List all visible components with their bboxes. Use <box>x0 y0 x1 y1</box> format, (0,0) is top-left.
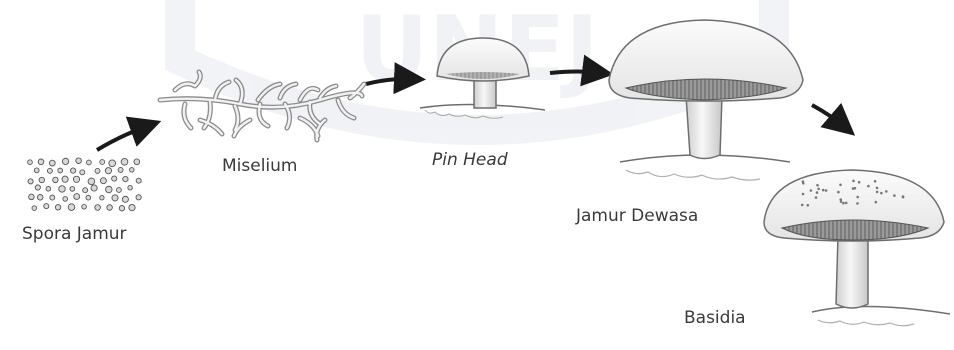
spore-dot <box>49 160 55 166</box>
basidia-spore-dot <box>810 189 813 192</box>
spore-dot <box>46 186 51 191</box>
spore-dot <box>73 176 79 182</box>
basidia-spore-dot <box>840 200 843 203</box>
spore-dot <box>76 158 82 164</box>
spore-dot <box>100 195 104 199</box>
basidia-spore-dot <box>815 196 818 199</box>
basidia-spore-dot <box>807 204 810 207</box>
spore-dot <box>117 188 122 193</box>
basidia-spore-dot <box>856 202 859 205</box>
label-basidia: Basidia <box>684 308 746 328</box>
spore-dot <box>32 206 37 211</box>
spore-dot <box>63 197 68 202</box>
spore-dot <box>55 205 60 210</box>
basidia-spore-dot <box>874 180 877 183</box>
basidia-spore-dot <box>852 187 855 190</box>
spore-dot <box>100 178 106 184</box>
arrow-spores-to-mycelium <box>97 125 150 150</box>
arrow-mature-to-basidia <box>812 105 846 128</box>
label-pin-head: Pin Head <box>432 150 508 170</box>
spore-dot <box>37 195 43 201</box>
spore-dot <box>39 177 44 182</box>
label-spores: Spora Jamur <box>22 224 127 244</box>
spore-dot <box>28 160 33 165</box>
basidia-spore-dot <box>852 180 855 183</box>
basidia-spore-dot <box>816 191 819 194</box>
spore-dot <box>105 168 111 174</box>
spore-dot <box>74 194 80 200</box>
basidia-spore-dot <box>876 191 879 194</box>
spore-dot <box>123 176 128 181</box>
spore-dot <box>62 176 68 182</box>
spore-dot <box>68 204 75 211</box>
spore-dot <box>82 204 87 209</box>
basidia-mushroom <box>764 170 950 326</box>
spore-dot <box>107 205 113 211</box>
basidia-spore-dot <box>837 191 840 194</box>
basidia-spore-dot <box>893 194 896 197</box>
spore-dot <box>88 178 95 185</box>
spore-dot <box>50 195 55 200</box>
basidia-spore-dot <box>842 202 845 205</box>
basidia-spore-dot <box>822 189 825 192</box>
spore-dot <box>122 196 128 202</box>
basidia-spore-dot <box>845 202 848 205</box>
basidia-spore-dot <box>802 182 805 185</box>
spore-dot <box>112 176 117 181</box>
basidia-spore-dot <box>839 184 842 187</box>
spore-dot <box>86 195 91 200</box>
spore-dot <box>38 159 44 165</box>
basidia-spore-dot <box>801 204 804 207</box>
spore-dot <box>53 177 58 182</box>
label-mycelium: Miselium <box>222 156 298 176</box>
basidia-spore-dot <box>825 189 828 192</box>
spore-dot <box>87 160 92 165</box>
spore-dot <box>95 168 100 173</box>
spore-dot <box>121 158 128 165</box>
spore-dot <box>47 168 52 173</box>
spore-dot <box>112 195 118 201</box>
spore-dot <box>83 188 88 193</box>
spore-dot <box>70 187 75 192</box>
basidia-spore-dot <box>875 201 878 204</box>
spore-dot <box>35 185 40 190</box>
spore-dot <box>34 168 39 173</box>
basidia-spore-dot <box>856 196 859 199</box>
spore-dot <box>130 168 135 173</box>
basidia-spore-dot <box>880 192 883 195</box>
spore-dot <box>129 204 135 210</box>
spore-dot <box>95 205 101 211</box>
basidia-spore-dot <box>885 190 888 193</box>
spore-dot <box>119 206 124 211</box>
basidia-spore-dot <box>816 184 819 187</box>
spore-dot <box>58 168 63 173</box>
spore-dot <box>136 195 141 200</box>
spore-dot <box>80 170 85 175</box>
basidia-spore-dot <box>858 181 861 184</box>
basidia-spore-dot <box>902 196 905 199</box>
label-mature-mushroom: Jamur Dewasa <box>576 206 698 226</box>
spore-dot <box>70 168 75 173</box>
arrow-pinhead-to-mature <box>550 72 602 74</box>
spore-dot <box>109 160 116 167</box>
spore-dot <box>44 204 49 209</box>
spore-dot <box>100 160 105 165</box>
spore-dot <box>118 167 123 172</box>
spore-dot <box>59 186 66 193</box>
basidia-spore-dot <box>817 188 820 191</box>
spore-dot <box>28 179 33 184</box>
spore-dot <box>128 185 132 189</box>
spore-dot <box>29 194 35 200</box>
basidia-spore-dot <box>876 187 879 190</box>
spore-cluster <box>28 158 142 211</box>
spore-dot <box>106 186 112 192</box>
spore-dot <box>134 159 140 165</box>
spore-dot <box>62 158 68 164</box>
basidia-spore-dot <box>867 185 870 188</box>
spore-dot <box>136 178 141 183</box>
spore-dot <box>91 185 97 191</box>
basidia-spore-dot <box>802 193 805 196</box>
